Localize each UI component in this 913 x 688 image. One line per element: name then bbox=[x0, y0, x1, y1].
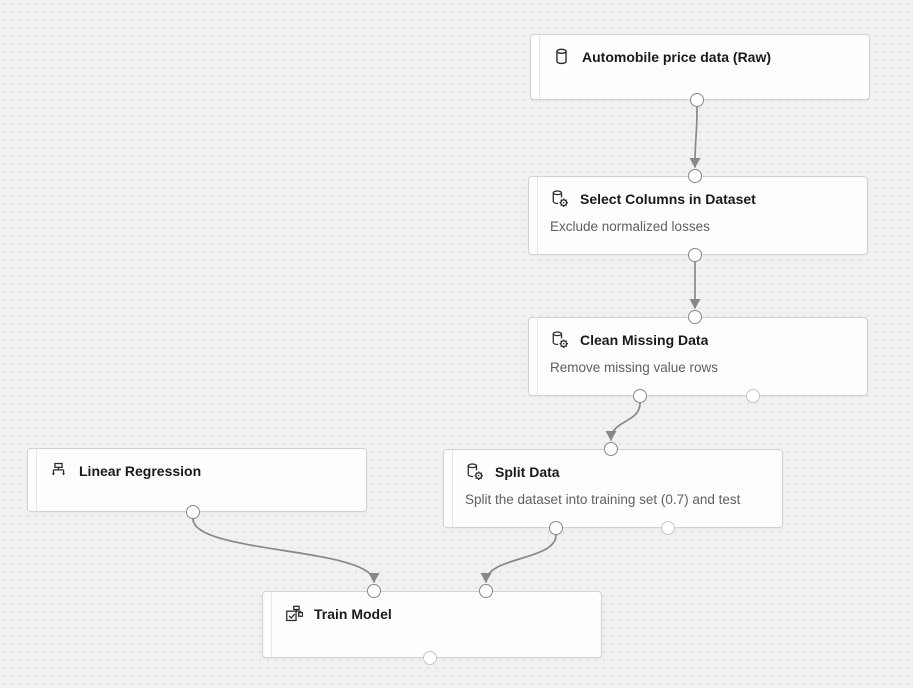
node-subtitle: Split the dataset into training set (0.7… bbox=[465, 492, 741, 507]
node-title: Clean Missing Data bbox=[580, 331, 709, 348]
input-port[interactable] bbox=[604, 442, 618, 456]
node-body: Clean Missing Data Remove missing value … bbox=[538, 318, 867, 395]
node-title: Split Data bbox=[495, 463, 560, 480]
edge-clean-missing-data-to-split-data[interactable] bbox=[605, 402, 641, 441]
pipeline-node-clean-missing-data[interactable]: Clean Missing Data Remove missing value … bbox=[528, 317, 868, 396]
node-body: Train Model bbox=[272, 592, 601, 657]
node-body: Select Columns in Dataset Exclude normal… bbox=[538, 177, 867, 254]
output-port[interactable] bbox=[661, 521, 675, 535]
dataset-settings-icon bbox=[465, 462, 484, 481]
node-status-strip bbox=[529, 318, 538, 395]
dataset-settings-icon bbox=[550, 189, 569, 208]
dataset-icon bbox=[552, 47, 571, 66]
node-body: Split Data Split the dataset into traini… bbox=[453, 450, 782, 527]
edge-split-data-to-train-model[interactable] bbox=[480, 534, 557, 583]
dataset-settings-icon bbox=[550, 330, 569, 349]
pipeline-node-train-model[interactable]: Train Model bbox=[262, 591, 602, 658]
input-port[interactable] bbox=[367, 584, 381, 598]
output-port[interactable] bbox=[633, 389, 647, 403]
node-body: Automobile price data (Raw) bbox=[540, 35, 869, 99]
output-port[interactable] bbox=[746, 389, 760, 403]
input-port[interactable] bbox=[688, 310, 702, 324]
algorithm-icon bbox=[49, 461, 68, 480]
input-port[interactable] bbox=[479, 584, 493, 598]
output-port[interactable] bbox=[186, 505, 200, 519]
node-title: Linear Regression bbox=[79, 462, 202, 479]
input-port[interactable] bbox=[688, 169, 702, 183]
node-body: Linear Regression bbox=[37, 449, 366, 511]
node-status-strip bbox=[28, 449, 37, 511]
node-status-strip bbox=[263, 592, 272, 657]
node-status-strip bbox=[531, 35, 540, 99]
pipeline-node-linear-regression[interactable]: Linear Regression bbox=[27, 448, 367, 512]
node-title: Automobile price data (Raw) bbox=[582, 48, 772, 65]
output-port[interactable] bbox=[688, 248, 702, 262]
edge-automobile-data-to-select-columns[interactable] bbox=[689, 106, 701, 168]
node-status-strip bbox=[444, 450, 453, 527]
node-subtitle: Remove missing value rows bbox=[550, 360, 719, 375]
edge-linear-regression-to-train-model[interactable] bbox=[192, 518, 380, 583]
pipeline-node-select-columns[interactable]: Select Columns in Dataset Exclude normal… bbox=[528, 176, 868, 255]
output-port[interactable] bbox=[549, 521, 563, 535]
node-title: Select Columns in Dataset bbox=[580, 190, 756, 207]
node-subtitle: Exclude normalized losses bbox=[550, 219, 710, 234]
node-status-strip bbox=[529, 177, 538, 254]
pipeline-node-split-data[interactable]: Split Data Split the dataset into traini… bbox=[443, 449, 783, 528]
output-port[interactable] bbox=[690, 93, 704, 107]
output-port[interactable] bbox=[423, 651, 437, 665]
train-model-icon bbox=[284, 604, 303, 623]
node-title: Train Model bbox=[314, 605, 392, 622]
pipeline-node-automobile-data[interactable]: Automobile price data (Raw) bbox=[530, 34, 870, 100]
